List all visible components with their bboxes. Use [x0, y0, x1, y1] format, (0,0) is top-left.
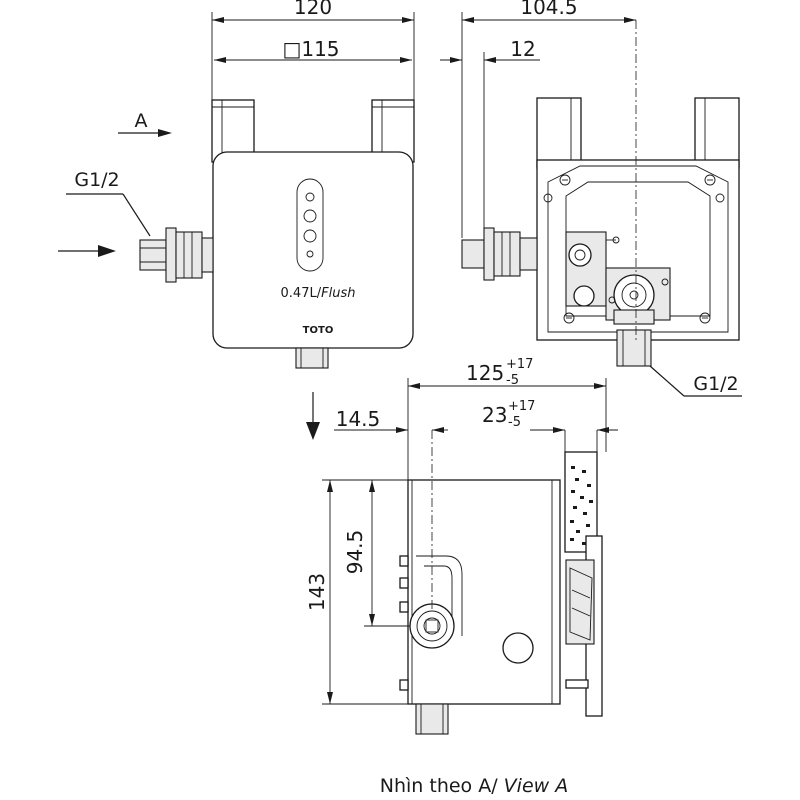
round-port — [502, 632, 534, 664]
dim-view-a-wall-sup: +17 — [508, 399, 535, 414]
front-view: 0.47L/Flush TOTO A G1/2 — [58, 0, 415, 369]
dim-view-a-height: 143 — [305, 573, 329, 611]
dim-front-width: 120 — [294, 0, 332, 19]
brand-logo: TOTO — [303, 325, 334, 336]
dim-view-a-wall-sub: -5 — [508, 415, 521, 430]
inlet-thread-label-left: G1/2 — [74, 169, 119, 191]
bottom-outlet — [295, 347, 329, 369]
dim-front-square: □115 — [282, 37, 339, 61]
view-a: 125 +17 -5 14.5 23 +17 -5 143 94.5 Nhìn — [305, 357, 618, 797]
bottom-outlet-right — [616, 329, 652, 367]
box-body — [407, 479, 561, 705]
valve-cover — [212, 151, 414, 349]
view-arrow-label: A — [135, 110, 148, 132]
dim-view-a-center-height: 94.5 — [343, 530, 367, 575]
dim-view-a-offset: 14.5 — [336, 407, 381, 431]
dim-view-a-depth-sup: +17 — [506, 357, 533, 372]
perforations — [570, 466, 593, 545]
inlet-fitting-left — [139, 227, 214, 283]
flush-volume-label: 0.47L/Flush — [281, 286, 356, 301]
view-caption: Nhìn theo A/ View A — [380, 775, 568, 797]
inlet-fitting-right — [461, 227, 538, 281]
dim-view-a-depth-sub: -5 — [506, 373, 519, 388]
dim-side-width: 104.5 — [520, 0, 577, 19]
sensor-window — [296, 178, 324, 272]
dim-view-a-wall: 23 — [482, 403, 507, 427]
inlet-thread-label-right: G1/2 — [693, 373, 738, 395]
internal-view: 104.5 12 G1/2 — [440, 0, 742, 397]
dim-side-offset: 12 — [510, 37, 535, 61]
dim-view-a-depth: 125 — [466, 361, 504, 385]
